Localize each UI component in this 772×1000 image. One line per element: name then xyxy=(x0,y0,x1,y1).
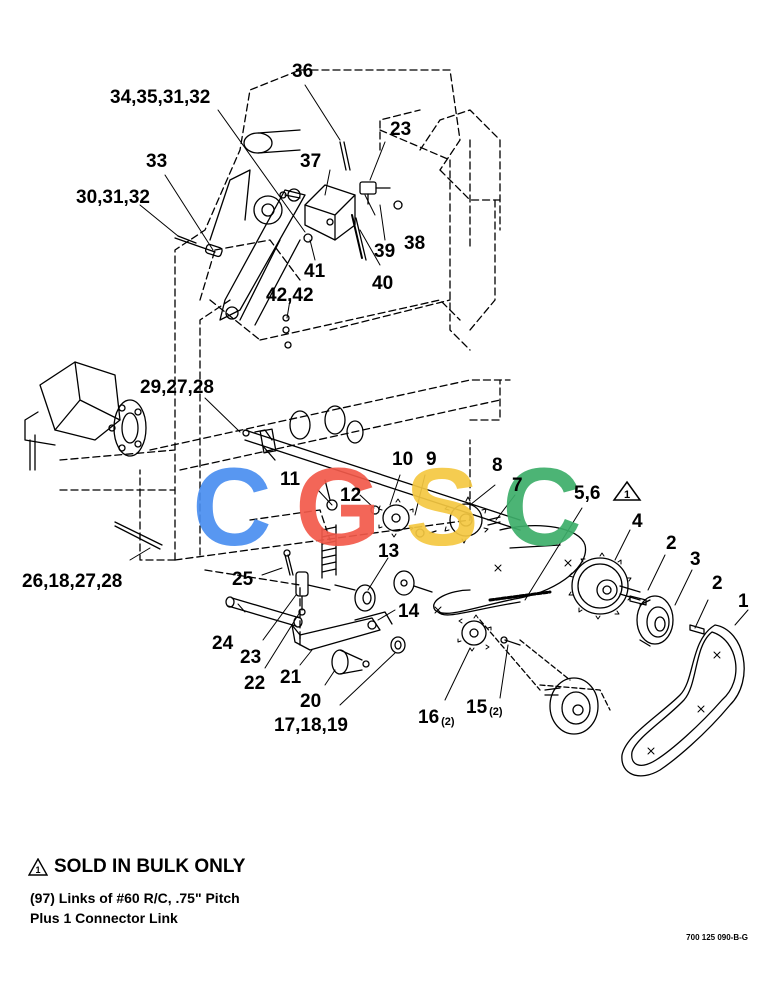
belt-marks xyxy=(647,651,721,755)
top-cylinder xyxy=(243,129,301,154)
callout-29-27-28: 29,27,28 xyxy=(140,377,214,398)
roller-chain xyxy=(433,524,587,616)
hub-12 xyxy=(370,505,437,538)
callout-23-low: 23 xyxy=(240,647,262,668)
callout-39: 39 xyxy=(374,241,396,262)
note-line-1: (97) Links of #60 R/C, .75" Pitch xyxy=(30,890,240,906)
sprocket-4-teeth xyxy=(568,552,632,620)
pin-26 xyxy=(114,521,163,550)
note-heading: 1 SOLD IN BULK ONLY xyxy=(28,856,245,878)
callout-5-6: 5,6 xyxy=(574,483,601,504)
leader-lines xyxy=(129,84,749,706)
sprocket-13 xyxy=(334,584,376,612)
callout-20: 20 xyxy=(300,691,322,712)
callout-9: 9 xyxy=(426,449,437,470)
bolt-38 xyxy=(393,200,403,210)
watermark: C G S C xyxy=(192,446,581,569)
callout-15-number: 15 xyxy=(466,697,488,718)
drive-belt-1 xyxy=(621,624,745,777)
callout-12: 12 xyxy=(340,485,362,506)
callout-4: 4 xyxy=(632,511,643,532)
part-23-22 xyxy=(295,571,331,616)
pin-30 xyxy=(177,235,197,244)
main-frame xyxy=(59,69,511,641)
sprocket-8 xyxy=(444,496,489,544)
warning-triangle-icon: 1 xyxy=(612,480,642,501)
sprocket-13b xyxy=(393,570,433,596)
part-23-top xyxy=(359,181,391,205)
large-sprocket-4 xyxy=(571,557,641,615)
washer-17 xyxy=(390,636,406,654)
key-2-a xyxy=(629,595,647,606)
gearbox xyxy=(24,361,147,471)
lower-pulley xyxy=(479,619,611,735)
callout-23-top: 23 xyxy=(390,119,412,140)
callout-37: 37 xyxy=(300,151,322,172)
callout-3: 3 xyxy=(690,549,701,570)
callout-8: 8 xyxy=(492,455,503,476)
drawing-number: 700 125 090-B-G xyxy=(686,933,748,942)
pin-33 xyxy=(174,237,223,258)
watermark-letter-c1: C xyxy=(192,446,271,569)
pulley-3 xyxy=(636,595,674,647)
callout-33: 33 xyxy=(146,151,168,172)
note-line-2: Plus 1 Connector Link xyxy=(30,910,178,926)
callout-24: 24 xyxy=(212,633,234,654)
callout-36: 36 xyxy=(292,61,314,82)
spring-pin-36 xyxy=(339,141,351,171)
callout-14: 14 xyxy=(398,601,420,622)
callout-10: 10 xyxy=(392,449,414,470)
idler-20 xyxy=(331,649,370,675)
callout-15-qty: (2) xyxy=(489,706,503,718)
callout-30-31-32: 30,31,32 xyxy=(76,187,150,208)
sprocket-16 xyxy=(457,614,492,652)
watermark-letter-s: S xyxy=(405,446,478,569)
callout-21: 21 xyxy=(280,667,302,688)
callout-38: 38 xyxy=(404,233,426,254)
watermark-letter-c2: C xyxy=(502,446,581,569)
callout-41: 41 xyxy=(304,261,326,282)
callout-22: 22 xyxy=(244,673,266,694)
callout-25: 25 xyxy=(232,569,254,590)
bolt-25 xyxy=(283,549,294,576)
watermark-letter-g: G xyxy=(295,446,381,569)
idler-arm-21 xyxy=(291,611,393,651)
callout-7: 7 xyxy=(512,475,523,496)
callout-1: 1 xyxy=(738,591,749,612)
drive-shaft xyxy=(244,405,521,531)
callout-26-18-27-28: 26,18,27,28 xyxy=(22,571,123,592)
svg-text:1: 1 xyxy=(35,865,40,875)
callout-2-a: 2 xyxy=(666,533,677,554)
roller-24 xyxy=(225,596,303,628)
bolt-15 xyxy=(500,636,521,646)
part-29 xyxy=(242,429,250,437)
callout-15: 15(2) xyxy=(466,698,503,722)
callout-16-number: 16 xyxy=(418,707,440,728)
callout-2-b: 2 xyxy=(712,573,723,594)
callout-11: 11 xyxy=(280,469,301,490)
callout-42-42: 42,42 xyxy=(266,285,314,306)
spring-11 xyxy=(321,479,338,579)
svg-text:1: 1 xyxy=(624,489,630,501)
key-2-b xyxy=(689,624,705,635)
spring-39-40 xyxy=(351,214,367,261)
callout-16: 16(2) xyxy=(418,708,455,732)
sprocket-9 xyxy=(378,498,414,538)
warning-triangle-icon: 1 xyxy=(28,858,48,876)
callout-40: 40 xyxy=(372,273,394,294)
chain-link-marks xyxy=(434,559,572,614)
hardware-41-42 xyxy=(282,233,313,349)
callout-13: 13 xyxy=(378,541,400,562)
callout-34-35-31-32: 34,35,31,32 xyxy=(110,87,211,108)
callout-16-qty: (2) xyxy=(441,716,455,728)
note-heading-text: SOLD IN BULK ONLY xyxy=(54,856,246,877)
callout-17-18-19: 17,18,19 xyxy=(274,715,348,736)
